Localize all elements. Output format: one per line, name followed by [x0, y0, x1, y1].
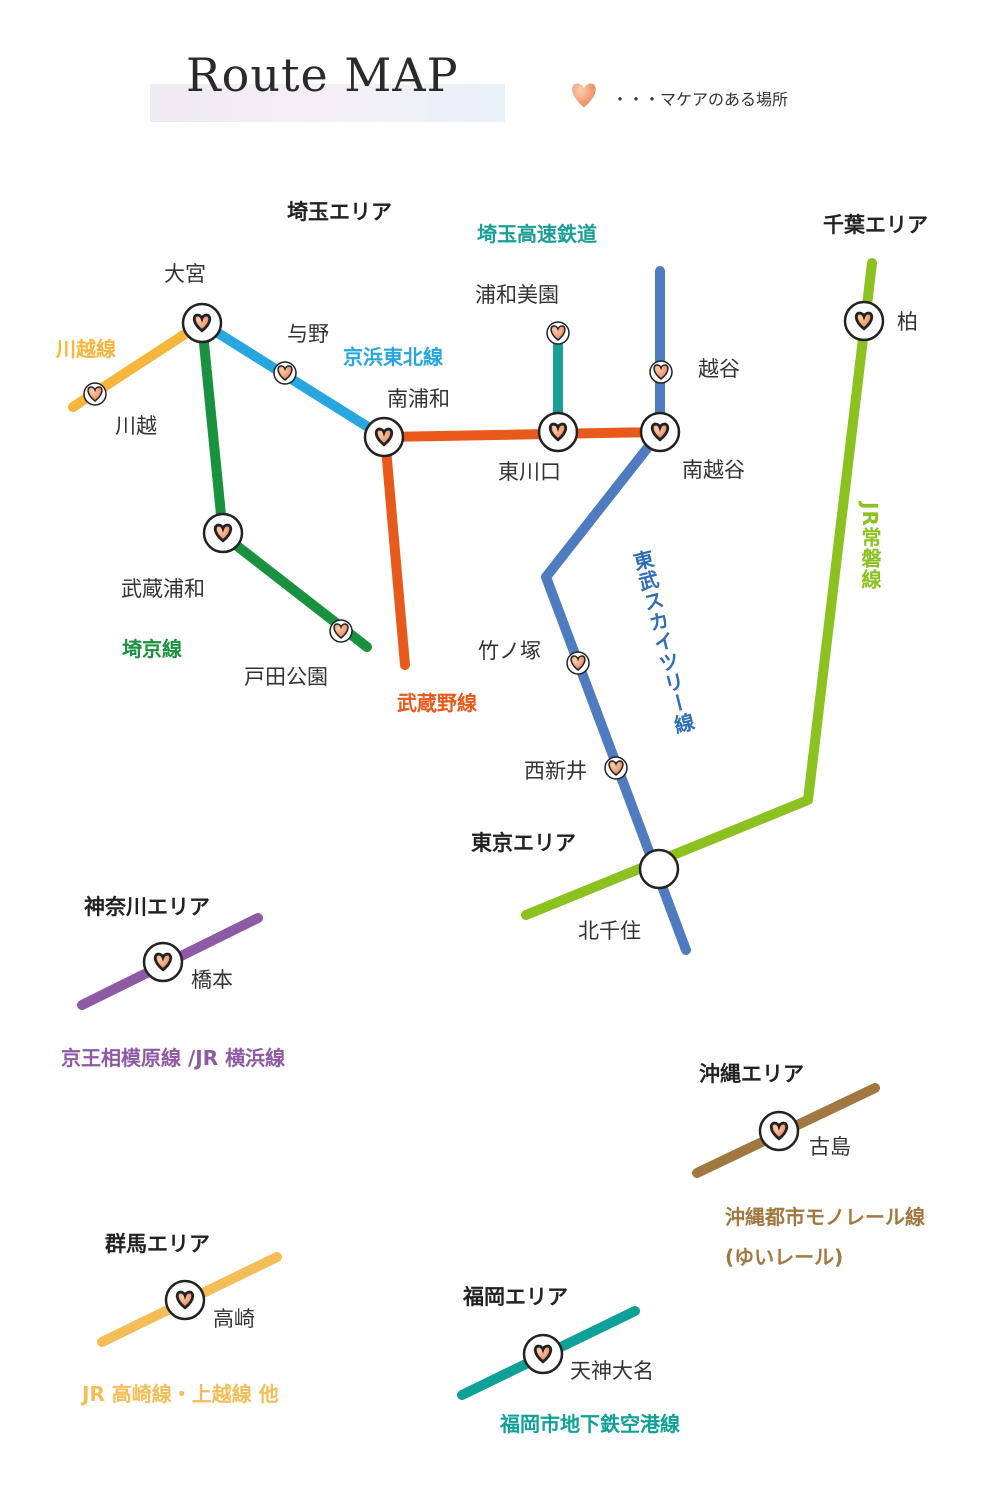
line-label-kawagoe: 川越線 — [56, 337, 116, 361]
station-marker-tenjin-daimyo[interactable] — [522, 1333, 564, 1375]
station-marker-kita-senju[interactable] — [638, 848, 680, 890]
line-label-keihin-tohoku: 京浜東北線 — [343, 345, 443, 369]
area-label-fukuoka: 福岡エリア — [463, 1285, 568, 1309]
station-label-kawagoe: 川越 — [115, 414, 157, 438]
station-label-kashiwa: 柏 — [897, 310, 918, 334]
station-marker-hashimoto[interactable] — [142, 941, 184, 983]
station-label-takasaki: 高崎 — [213, 1307, 255, 1331]
area-label-chiba: 千葉エリア — [823, 213, 928, 237]
station-label-musashi-urawa: 武蔵浦和 — [121, 577, 205, 601]
station-marker-higashi-kawaguchi[interactable] — [537, 411, 579, 453]
station-marker-urawa-misono[interactable] — [546, 321, 570, 345]
line-label-yui-rail-2: (ゆいレール) — [725, 1245, 844, 1269]
area-label-kanagawa: 神奈川エリア — [84, 895, 210, 919]
area-label-saitama: 埼玉エリア — [287, 200, 392, 224]
station-label-takenotsuka: 竹ノ塚 — [478, 639, 541, 663]
line-joban — [521, 258, 877, 920]
line-label-fukuoka-subway: 福岡市地下鉄空港線 — [500, 1412, 680, 1436]
station-label-urawa-misono: 浦和美園 — [475, 283, 559, 307]
line-label-saitama-rapid: 埼玉高速鉄道 — [477, 222, 597, 246]
title-band — [150, 84, 505, 122]
legend-label: ・・・マケアのある場所 — [612, 90, 789, 109]
station-label-toda-koen: 戸田公園 — [244, 665, 328, 689]
station-marker-furujima[interactable] — [758, 1110, 800, 1152]
line-label-joban: JR常磐線 — [858, 502, 882, 590]
station-marker-omiya[interactable] — [181, 302, 223, 344]
station-marker-takenotsuka[interactable] — [566, 651, 590, 675]
station-label-hashimoto: 橋本 — [191, 968, 233, 992]
line-label-yui-rail-1: 沖縄都市モノレール線 — [725, 1205, 925, 1229]
area-label-gunma: 群馬エリア — [105, 1232, 210, 1256]
station-label-minami-urawa: 南浦和 — [387, 387, 450, 411]
station-label-omiya: 大宮 — [164, 262, 206, 286]
line-label-takasaki: JR 高崎線・上越線 他 — [82, 1382, 279, 1406]
station-marker-kashiwa[interactable] — [843, 300, 885, 342]
line-label-saikyo: 埼京線 — [122, 637, 182, 661]
area-label-okinawa: 沖縄エリア — [699, 1062, 804, 1086]
station-marker-minami-koshigaya[interactable] — [639, 411, 681, 453]
line-label-musashino: 武蔵野線 — [397, 691, 477, 715]
station-label-koshigaya: 越谷 — [698, 357, 740, 381]
station-marker-minami-urawa[interactable] — [363, 416, 405, 458]
line-label-keio-yokohama: 京王相模原線 /JR 横浜線 — [61, 1046, 286, 1070]
station-label-kita-senju: 北千住 — [578, 919, 641, 943]
station-marker-toda-koen[interactable] — [329, 619, 353, 643]
station-label-furujima: 古島 — [809, 1135, 851, 1159]
station-marker-koshigaya[interactable] — [649, 360, 673, 384]
station-label-nishiarai: 西新井 — [524, 759, 587, 783]
station-marker-kawagoe[interactable] — [83, 382, 107, 406]
station-label-tenjin-daimyo: 天神大名 — [570, 1359, 654, 1383]
page-title: Route MAP — [186, 48, 459, 102]
heart-icon — [572, 83, 596, 108]
station-marker-nishiarai[interactable] — [604, 756, 628, 780]
station-marker-takasaki[interactable] — [164, 1279, 206, 1321]
station-label-higashi-kawaguchi: 東川口 — [498, 460, 561, 484]
area-label-tokyo: 東京エリア — [471, 831, 576, 855]
station-marker-musashi-urawa[interactable] — [202, 512, 244, 554]
station-label-yono: 与野 — [287, 322, 329, 346]
station-label-minami-koshigaya: 南越谷 — [682, 458, 745, 482]
station-marker-yono[interactable] — [273, 361, 297, 385]
